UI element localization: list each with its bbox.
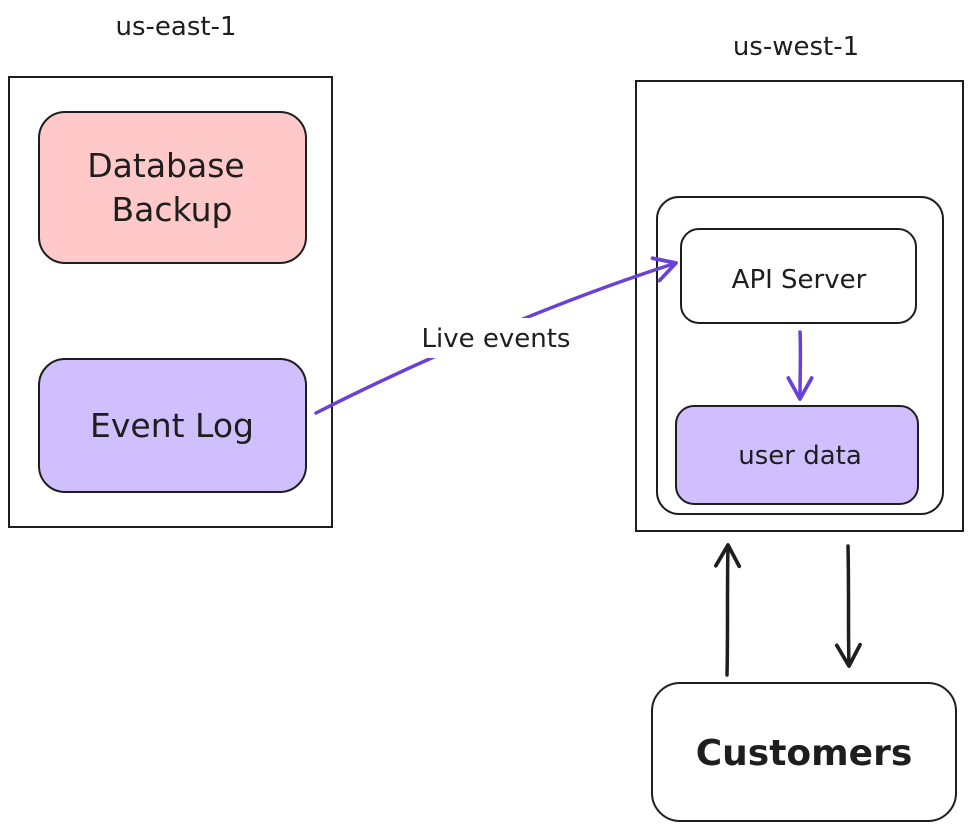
customers-label: Customers <box>696 733 913 774</box>
user-data-label: user data <box>738 441 862 471</box>
region-us-east-1 <box>8 76 333 528</box>
region-label-us-east-1: us-east-1 <box>116 12 237 42</box>
live-events-label: Live events <box>422 324 571 354</box>
database-backup-label-line2: Backup <box>112 190 233 229</box>
customers-node[interactable]: Customers <box>651 682 957 822</box>
event-log-label: Event Log <box>90 406 254 445</box>
region-us-west-1 <box>635 80 964 532</box>
user-data-node[interactable]: user data <box>675 405 919 505</box>
region-label-us-west-1: us-west-1 <box>733 32 859 62</box>
live-events-label-background <box>406 318 584 358</box>
api-server-node[interactable]: API Server <box>680 228 917 324</box>
arrow-customers-to-us-west-1 <box>714 543 742 677</box>
arrow-us-west-1-to-customers <box>834 544 862 668</box>
service-group <box>656 196 944 515</box>
database-backup-label-line1: Database <box>87 146 244 185</box>
database-backup-node[interactable]: Database Backup <box>38 111 307 264</box>
event-log-node[interactable]: Event Log <box>38 358 307 493</box>
api-server-label: API Server <box>732 265 867 295</box>
